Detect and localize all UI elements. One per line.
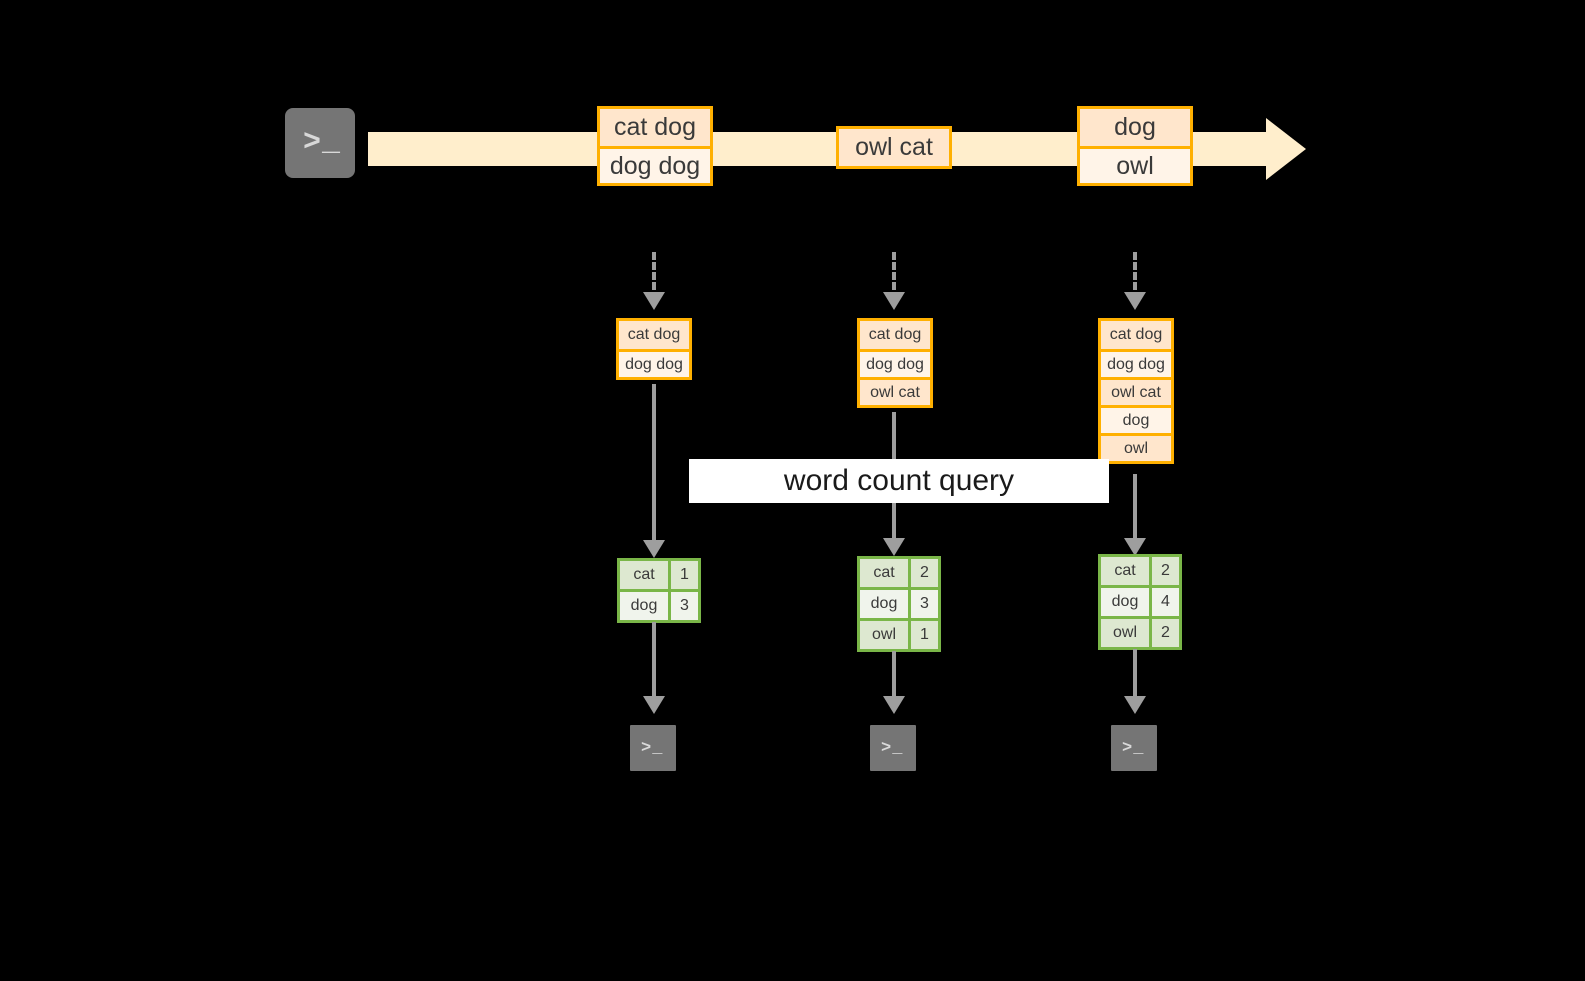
trigger-1-query-arrowhead [643, 540, 665, 558]
result-count: 2 [1149, 619, 1179, 647]
trigger-3-dashed-arrowhead [1124, 292, 1146, 310]
trigger-3-sink-terminal[interactable]: >_ [1104, 718, 1164, 778]
trigger-2-sink-connector [892, 651, 896, 700]
terminal-prompt-icon: >_ [881, 738, 904, 758]
result-count: 1 [908, 621, 938, 649]
result-word: owl [1101, 619, 1149, 647]
result-count: 3 [908, 590, 938, 618]
stream-arrow-head [1266, 118, 1306, 180]
trigger-2-query-arrowhead [883, 538, 905, 556]
trigger-1-query-connector [652, 384, 656, 544]
table-row: dog 3 [860, 587, 938, 618]
trigger-2-sink-terminal[interactable]: >_ [863, 718, 923, 778]
trigger-2-state-table[interactable]: cat dog dog dog owl cat [857, 318, 933, 408]
query-label: word count query [689, 459, 1109, 503]
state-line: cat dog [860, 321, 930, 349]
terminal-prompt-icon: >_ [1122, 738, 1145, 758]
table-row: dog 3 [620, 589, 698, 620]
result-word: cat [1101, 557, 1149, 585]
state-line: dog [1101, 405, 1171, 433]
event-line: dog [1080, 109, 1190, 146]
state-line: cat dog [619, 321, 689, 349]
table-row: cat 2 [860, 559, 938, 587]
trigger-2-dashed-connector [892, 252, 896, 290]
table-row: cat 2 [1101, 557, 1179, 585]
trigger-3-query-connector [1133, 474, 1137, 542]
trigger-3-result-table[interactable]: cat 2 dog 4 owl 2 [1098, 554, 1182, 650]
event-line: owl [1080, 146, 1190, 183]
trigger-3-query-arrowhead [1124, 538, 1146, 556]
result-word: dog [620, 592, 668, 620]
result-count: 4 [1149, 588, 1179, 616]
trigger-1-dashed-arrowhead [643, 292, 665, 310]
state-line: cat dog [1101, 321, 1171, 349]
trigger-3-sink-arrowhead [1124, 696, 1146, 714]
state-line: owl [1101, 433, 1171, 461]
event-line: owl cat [839, 129, 949, 166]
stream-batch-1[interactable]: cat dog dog dog [597, 106, 713, 186]
table-row: owl 2 [1101, 616, 1179, 647]
table-row: dog 4 [1101, 585, 1179, 616]
event-line: cat dog [600, 109, 710, 146]
stream-batch-3[interactable]: dog owl [1077, 106, 1193, 186]
state-line: dog dog [1101, 349, 1171, 377]
trigger-1-result-table[interactable]: cat 1 dog 3 [617, 558, 701, 623]
source-terminal[interactable]: >_ [275, 98, 365, 188]
result-word: cat [620, 561, 668, 589]
event-line: dog dog [600, 146, 710, 183]
trigger-3-dashed-connector [1133, 252, 1137, 290]
result-count: 1 [668, 561, 698, 589]
stream-batch-2[interactable]: owl cat [836, 126, 952, 169]
trigger-2-dashed-arrowhead [883, 292, 905, 310]
result-word: cat [860, 559, 908, 587]
trigger-1-state-table[interactable]: cat dog dog dog [616, 318, 692, 380]
result-count: 2 [1149, 557, 1179, 585]
state-line: owl cat [1101, 377, 1171, 405]
state-line: dog dog [860, 349, 930, 377]
trigger-2-sink-arrowhead [883, 696, 905, 714]
terminal-prompt-icon: >_ [303, 126, 342, 160]
state-line: owl cat [860, 377, 930, 405]
result-word: dog [1101, 588, 1149, 616]
result-count: 2 [908, 559, 938, 587]
trigger-1-sink-terminal[interactable]: >_ [623, 718, 683, 778]
trigger-1-dashed-connector [652, 252, 656, 290]
trigger-1-sink-connector [652, 622, 656, 700]
query-label-text: word count query [783, 464, 1015, 497]
table-row: owl 1 [860, 618, 938, 649]
table-row: cat 1 [620, 561, 698, 589]
trigger-3-sink-connector [1133, 649, 1137, 700]
result-count: 3 [668, 592, 698, 620]
trigger-1-sink-arrowhead [643, 696, 665, 714]
result-word: dog [860, 590, 908, 618]
terminal-prompt-icon: >_ [641, 738, 664, 758]
trigger-3-state-table[interactable]: cat dog dog dog owl cat dog owl [1098, 318, 1174, 464]
result-word: owl [860, 621, 908, 649]
state-line: dog dog [619, 349, 689, 377]
trigger-2-result-table[interactable]: cat 2 dog 3 owl 1 [857, 556, 941, 652]
